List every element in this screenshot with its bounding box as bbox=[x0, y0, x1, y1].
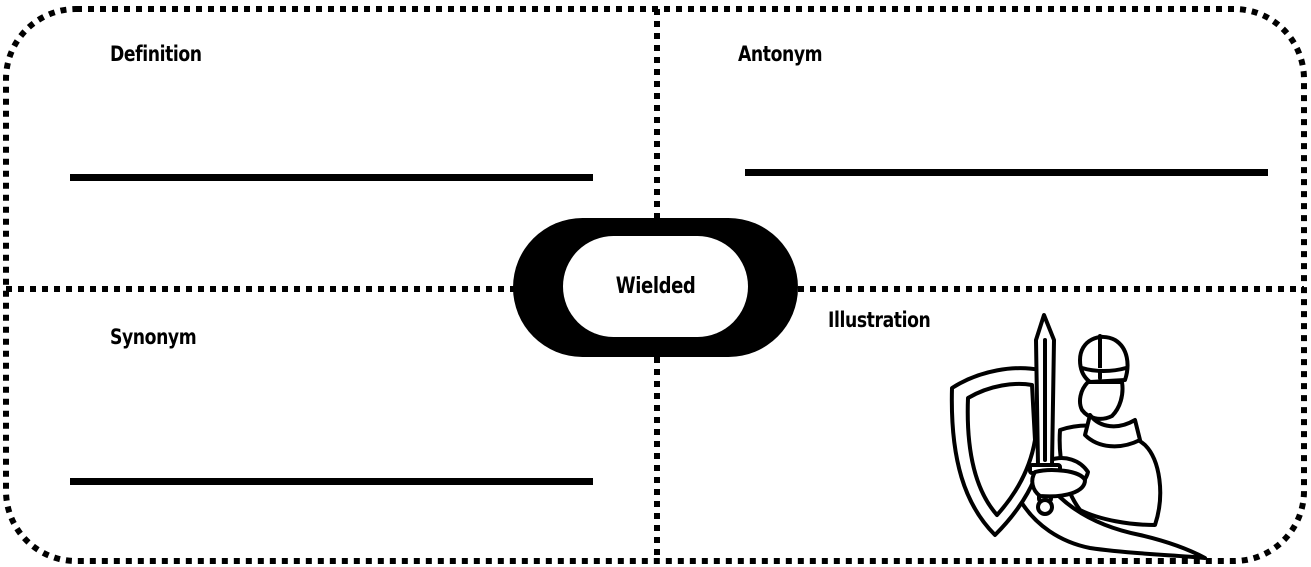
center-word-box: Wielded bbox=[563, 236, 748, 337]
center-word: Wielded bbox=[615, 274, 696, 299]
synonym-answer-line[interactable] bbox=[70, 478, 593, 485]
definition-label: Definition bbox=[110, 42, 202, 66]
synonym-label: Synonym bbox=[110, 325, 197, 349]
antonym-answer-line[interactable] bbox=[745, 169, 1268, 176]
illustration-label: Illustration bbox=[828, 308, 931, 332]
knight-with-sword-and-shield-icon bbox=[949, 313, 1207, 560]
antonym-label: Antonym bbox=[738, 42, 823, 66]
definition-answer-line[interactable] bbox=[70, 174, 593, 181]
